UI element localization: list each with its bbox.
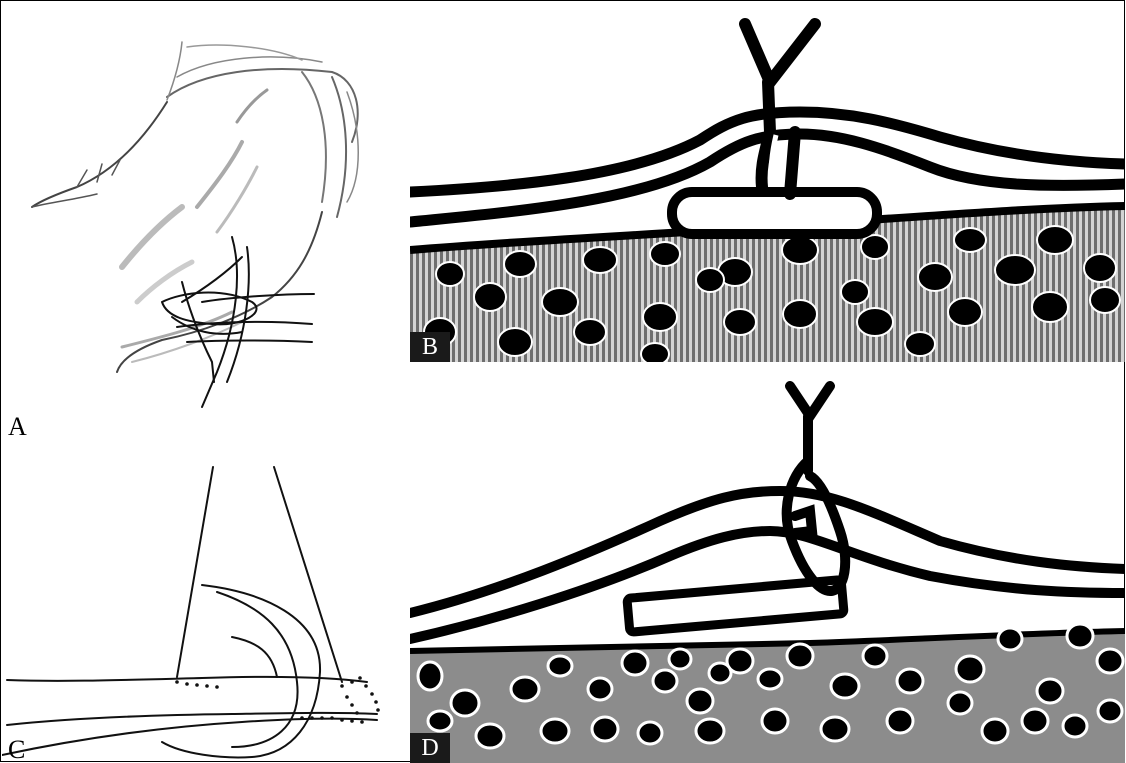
panel-a-label: A bbox=[8, 414, 27, 440]
panel-c-diagram bbox=[2, 442, 408, 763]
panel-c-label: C bbox=[8, 737, 25, 763]
panel-b-label: B bbox=[410, 332, 450, 362]
panel-b: B bbox=[410, 2, 1125, 362]
panel-c: C bbox=[2, 442, 408, 763]
panel-a: A bbox=[2, 2, 408, 442]
panel-d-schematic bbox=[410, 381, 1125, 763]
panel-b-schematic bbox=[410, 2, 1125, 362]
panel-d: D bbox=[410, 381, 1125, 763]
panel-a-sketch bbox=[2, 2, 408, 442]
panel-d-label: D bbox=[410, 733, 450, 763]
